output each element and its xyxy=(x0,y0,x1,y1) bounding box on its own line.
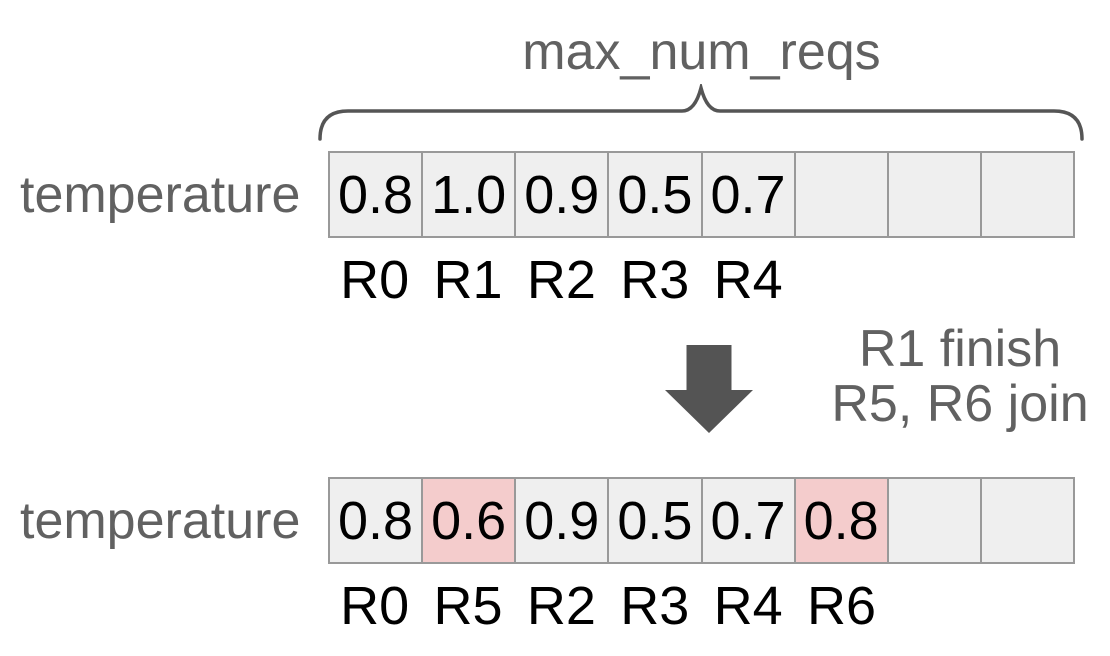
temperature-array-after: 0.8 0.6 0.9 0.5 0.7 0.8 xyxy=(328,477,1075,564)
row-label-temperature: temperature xyxy=(20,492,301,550)
array-cell-empty xyxy=(981,479,1073,562)
transition-note: R1 finish R5, R6 join xyxy=(810,322,1110,432)
request-label: R2 xyxy=(526,250,596,310)
brace-caption: max_num_reqs xyxy=(522,23,881,81)
array-cell-empty xyxy=(981,153,1073,236)
array-cell-empty xyxy=(795,153,889,236)
request-label: R3 xyxy=(620,250,690,310)
array-cell: 0.8 xyxy=(330,479,424,562)
array-cell: 1.0 xyxy=(423,153,517,236)
temperature-array-before: 0.8 1.0 0.9 0.5 0.7 xyxy=(328,151,1075,238)
array-cell: 0.7 xyxy=(702,153,796,236)
request-label: R1 xyxy=(433,250,503,310)
array-cell: 0.5 xyxy=(609,153,703,236)
request-labels-after: R0 R5 R2 R3 R4 R6 xyxy=(328,578,1075,634)
array-cell: 0.8 xyxy=(795,479,889,562)
request-label: R4 xyxy=(713,250,783,310)
down-arrow-icon xyxy=(665,345,753,433)
request-label-empty xyxy=(888,578,981,634)
request-label: R6 xyxy=(807,576,877,636)
transition-note-line1: R1 finish xyxy=(858,320,1062,378)
array-cell: 0.5 xyxy=(609,479,703,562)
array-cell: 0.6 xyxy=(423,479,517,562)
request-label-empty xyxy=(982,252,1075,308)
request-label: R0 xyxy=(340,250,410,310)
array-cell: 0.9 xyxy=(516,479,610,562)
array-cell: 0.9 xyxy=(516,153,610,236)
request-labels-before: R0 R1 R2 R3 R4 xyxy=(328,252,1075,308)
request-label: R4 xyxy=(713,576,783,636)
request-label-empty xyxy=(888,252,981,308)
request-label: R0 xyxy=(340,576,410,636)
array-cell-empty xyxy=(888,479,982,562)
request-label: R3 xyxy=(620,576,690,636)
row-label-temperature: temperature xyxy=(20,166,301,224)
request-label: R2 xyxy=(526,576,596,636)
request-label-empty xyxy=(982,578,1075,634)
request-label: R5 xyxy=(433,576,503,636)
array-cell: 0.7 xyxy=(702,479,796,562)
transition-note-line2: R5, R6 join xyxy=(831,375,1089,433)
curly-brace-icon xyxy=(318,84,1084,141)
array-cell: 0.8 xyxy=(330,153,424,236)
request-label-empty xyxy=(795,252,888,308)
array-cell-empty xyxy=(888,153,982,236)
